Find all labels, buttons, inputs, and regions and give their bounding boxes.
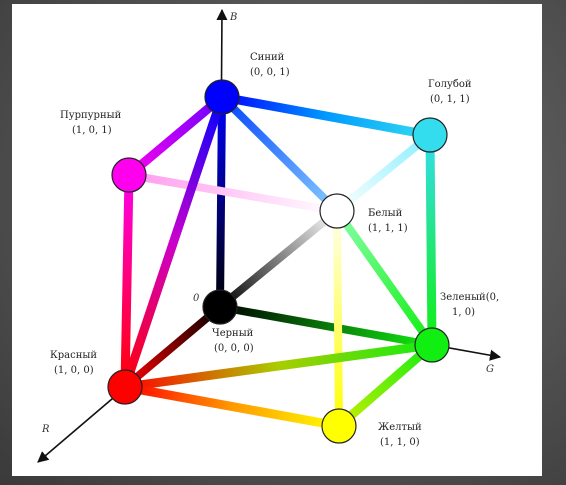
edge-black-red xyxy=(121,303,224,391)
label-red-name: Красный xyxy=(50,350,97,361)
axis-label-r: R xyxy=(41,424,50,435)
axis-label-origin: 0 xyxy=(193,293,200,304)
edge-magenta-white xyxy=(125,171,341,215)
edge-red-green xyxy=(120,340,437,392)
label-red-coords: (1, 0, 0) xyxy=(54,365,94,376)
node-cyan xyxy=(412,117,448,153)
label-magenta-coords: (1, 0, 1) xyxy=(72,125,112,136)
node-magenta xyxy=(111,157,147,193)
edge-red-blue xyxy=(120,92,227,392)
edge-magenta-blue xyxy=(124,92,227,180)
label-yellow-coords: (1, 1, 0) xyxy=(380,437,420,448)
edge-red-magenta xyxy=(120,170,134,392)
axis-label-g: G xyxy=(486,364,494,375)
diagram-canvas xyxy=(12,4,542,476)
node-red xyxy=(107,369,143,405)
edge-white-yellow xyxy=(333,207,343,430)
node-yellow xyxy=(321,408,357,444)
edge-blue-white xyxy=(218,93,341,215)
edge-white-green xyxy=(333,207,436,349)
axis-label-b: B xyxy=(229,12,237,23)
node-black xyxy=(202,289,238,325)
edge-green-yellow xyxy=(334,340,437,431)
node-white xyxy=(319,193,355,229)
label-white-coords: (1, 1, 1) xyxy=(368,223,408,234)
label-black-name: Черный xyxy=(212,328,254,339)
label-cyan-name: Голубой xyxy=(428,79,472,90)
label-blue-name: Синий xyxy=(250,52,285,63)
node-blue xyxy=(204,79,240,115)
label-black-coords: (0, 0, 0) xyxy=(214,343,254,354)
label-blue-coords: (0, 0, 1) xyxy=(250,67,290,78)
label-magenta-name: Пурпурный xyxy=(60,110,122,121)
edge-cyan-green xyxy=(425,130,437,350)
edge-red-yellow xyxy=(120,382,344,431)
edge-cyan-white xyxy=(333,131,434,215)
edge-black-white xyxy=(216,207,341,311)
vertex-nodes xyxy=(107,79,450,444)
label-green-name: Зеленый(0, xyxy=(440,292,499,303)
edge-black-blue xyxy=(216,93,226,311)
cube-edges xyxy=(120,92,437,431)
label-white-name: Белый xyxy=(368,208,403,219)
edge-black-green xyxy=(216,303,436,349)
edge-blue-cyan xyxy=(217,92,435,140)
label-cyan-coords: (0, 1, 1) xyxy=(430,94,470,105)
label-yellow-name: Желтый xyxy=(378,422,422,433)
label-green-coords: 1, 0) xyxy=(452,307,475,318)
node-green xyxy=(414,327,450,363)
